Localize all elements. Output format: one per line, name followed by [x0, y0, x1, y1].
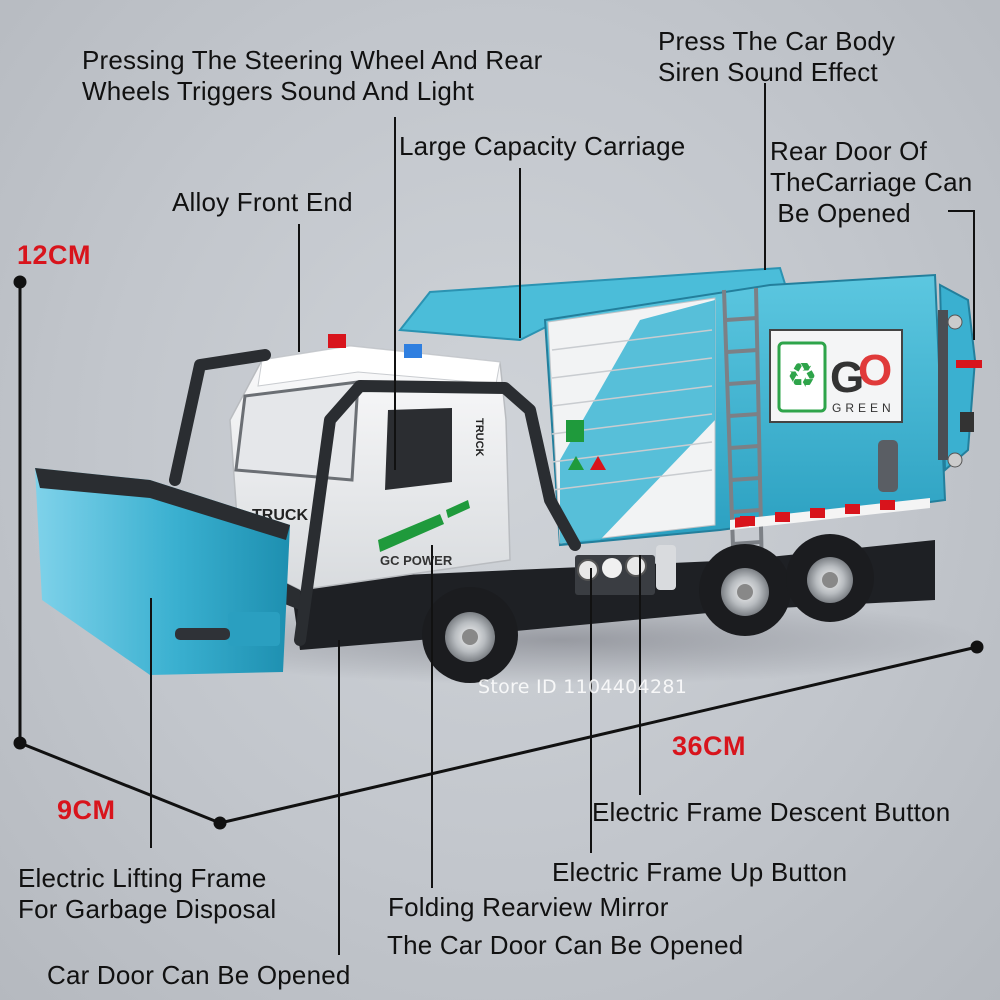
label-electric-lifting-frame: Electric Lifting Frame For Garbage Dispo…	[18, 863, 277, 924]
carriage-body: ♻ G GREEN	[398, 266, 982, 576]
truck-side-text: TRUCK	[473, 418, 485, 457]
store-watermark: Store ID 1104404281	[478, 676, 688, 698]
power-logo: GC POWER	[380, 553, 453, 568]
go-letter-o: O	[858, 346, 893, 395]
label-folding-mirror: Folding Rearview Mirror	[388, 892, 669, 922]
label-up-button: Electric Frame Up Button	[552, 857, 848, 887]
warning-sticker	[566, 420, 584, 442]
dimension-length: 36CM	[672, 731, 747, 761]
button-panel	[575, 545, 676, 595]
label-steering-wheel-sound: Pressing The Steering Wheel And Rear Whe…	[82, 45, 543, 106]
label-descent-button: Electric Frame Descent Button	[592, 797, 951, 827]
lifting-arm	[169, 349, 581, 646]
go-letter-g: G	[830, 353, 864, 402]
label-siren-sound: Press The Car Body Siren Sound Effect	[658, 26, 896, 87]
label-car-door-opened: The Car Door Can Be Opened	[387, 930, 744, 960]
label-rear-door: Rear Door Of TheCarriage Can Be Opened	[770, 136, 973, 228]
dimension-lines	[13, 275, 984, 830]
red-siren-light	[328, 334, 346, 348]
rear-wheel-2	[786, 534, 874, 622]
label-car-door-can-be-opened: Car Door Can Be Opened	[47, 960, 351, 990]
door-window	[385, 408, 452, 490]
blue-siren-light	[404, 344, 422, 358]
leader-lines	[150, 83, 975, 955]
recycle-icon: ♻	[787, 356, 817, 396]
label-large-capacity-carriage: Large Capacity Carriage	[399, 131, 686, 161]
svg-text:GREEN: GREEN	[832, 401, 895, 415]
front-wheel	[422, 587, 518, 683]
rear-wheel-1	[699, 544, 791, 636]
garbage-bin	[35, 468, 290, 675]
dimension-width: 9CM	[57, 795, 116, 825]
label-alloy-front-end: Alloy Front End	[172, 187, 353, 217]
dimension-height: 12CM	[17, 240, 92, 270]
go-green-decal: ♻ G GREEN	[769, 329, 903, 423]
